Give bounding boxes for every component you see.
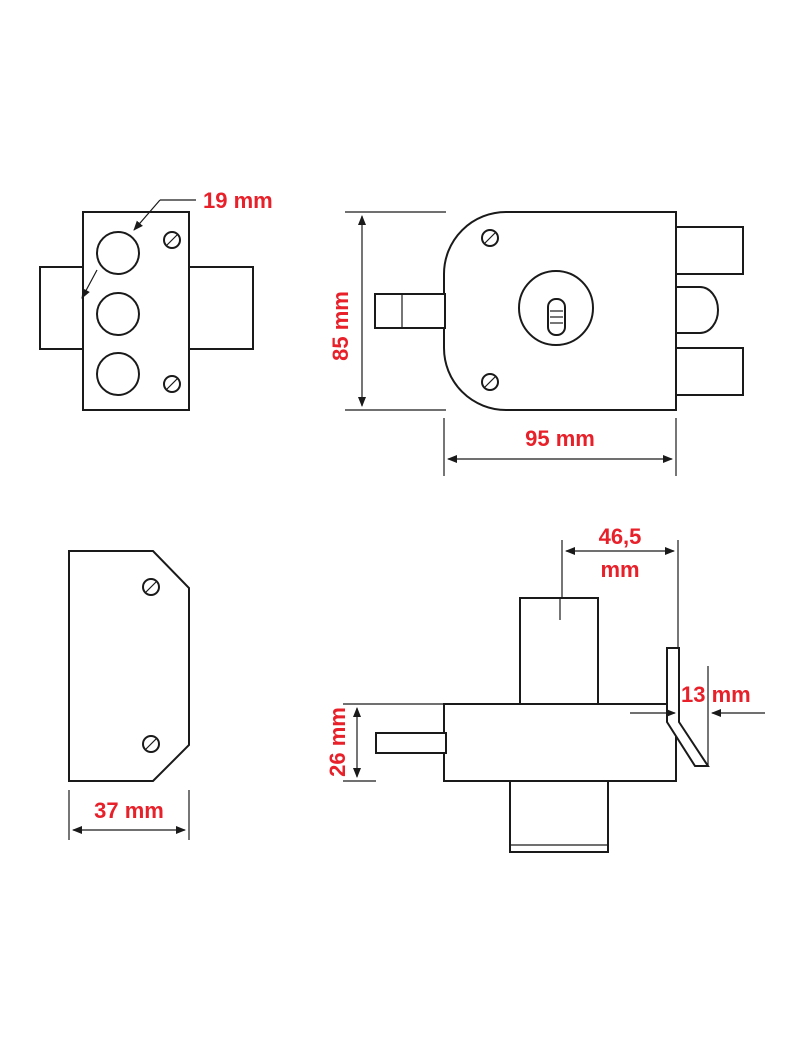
side-view: 85 mm 95 mm xyxy=(328,211,744,476)
screw-icon xyxy=(163,375,181,393)
dim-arrow xyxy=(133,199,161,231)
front-view: 19 mm xyxy=(39,188,273,411)
dim-bolt-projection-line2: mm xyxy=(600,557,639,582)
upper-bolt-block xyxy=(519,597,599,705)
edge-view: 37 mm xyxy=(68,550,190,840)
latch-tongue xyxy=(675,286,719,334)
screw-icon xyxy=(142,735,160,753)
dim-latch-offset: 13 mm xyxy=(681,682,751,707)
screw-icon xyxy=(481,229,499,247)
body-section xyxy=(443,703,677,782)
spindle-section xyxy=(375,732,447,754)
spindle xyxy=(374,293,446,329)
dim-cylinder-diameter: 19 mm xyxy=(203,188,273,213)
dim-depth: 37 mm xyxy=(94,798,164,823)
screw-icon xyxy=(142,578,160,596)
edge-plate xyxy=(68,550,190,782)
dim-bolt-projection-line1: 46,5 xyxy=(599,524,642,549)
right-bolt xyxy=(188,266,254,350)
cylinder-hole-top xyxy=(96,231,140,275)
lower-bolt xyxy=(675,347,744,396)
dim-width: 95 mm xyxy=(525,426,595,451)
screw-icon xyxy=(481,373,499,391)
screw-icon xyxy=(163,231,181,249)
upper-bolt xyxy=(675,226,744,275)
dim-arrow xyxy=(81,269,98,299)
cylinder-hole-bottom xyxy=(96,352,140,396)
dim-body-thickness: 26 mm xyxy=(325,707,350,777)
dim-height: 85 mm xyxy=(328,291,353,361)
lower-bolt-block xyxy=(509,779,609,853)
left-bolt xyxy=(39,266,86,350)
top-view: 46,5 mm 13 mm 26 mm xyxy=(325,524,765,853)
cylinder-hole-middle xyxy=(96,292,140,336)
